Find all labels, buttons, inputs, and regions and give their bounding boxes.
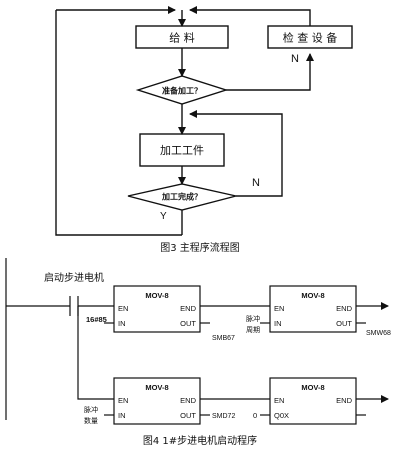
mov-block-4 <box>269 377 357 425</box>
arrow-ready-no-to-check <box>226 53 314 91</box>
block3-pin-end: END <box>180 396 196 405</box>
block1-pin-out: OUT <box>180 319 196 328</box>
check-device-box <box>267 25 353 49</box>
ladder-text: 启动步进电机 MOV-8 EN END IN OUT MOV-8 EN END … <box>44 271 391 447</box>
operand-zero: 0 <box>253 411 257 420</box>
block4-pin-en: EN <box>274 396 284 405</box>
operand-pulse-period-2: 周期 <box>246 326 260 334</box>
check-device-label: 检 查 设 备 <box>283 31 338 45</box>
block4-pin-end: END <box>336 396 352 405</box>
block3-pin-en: EN <box>118 396 128 405</box>
operand-pulse-count-2: 数量 <box>84 416 98 425</box>
mov-block-1 <box>113 285 201 333</box>
block1-pin-end: END <box>180 304 196 313</box>
ladder <box>5 258 389 425</box>
arrow-check-to-top <box>189 6 311 26</box>
flowchart-caption: 图3 主程序流程图 <box>160 241 240 254</box>
block2-pin-en: EN <box>274 304 284 313</box>
no-label-done: N <box>252 177 260 189</box>
block4-title: MOV-8 <box>301 383 324 392</box>
mov-block-3 <box>113 377 201 425</box>
block1-pin-en: EN <box>118 304 128 313</box>
block3-pin-out: OUT <box>180 411 196 420</box>
operand-smb67: SMB67 <box>212 335 235 342</box>
block3-title: MOV-8 <box>145 383 168 392</box>
block3-pin-in: IN <box>118 411 126 420</box>
block1-title: MOV-8 <box>145 291 168 300</box>
mov-block-2 <box>269 285 357 333</box>
block2-pin-in: IN <box>274 319 282 328</box>
operand-q0x: Q0X <box>274 411 289 420</box>
const-16h85: 16#85 <box>86 315 107 324</box>
branch-to-row2 <box>77 306 114 400</box>
loop-line-left <box>55 10 182 236</box>
decision-done-diamond <box>127 183 237 211</box>
contact-label: 启动步进电机 <box>44 271 104 284</box>
operand-smw68: SMW68 <box>366 330 391 337</box>
flowchart <box>55 6 353 236</box>
ladder-caption: 图4 1#步进电机启动程序 <box>143 434 257 447</box>
feed-box-label: 给 料 <box>169 31 195 45</box>
block2-title: MOV-8 <box>301 291 324 300</box>
operand-smd72: SMD72 <box>212 413 235 420</box>
decision-done-label: 加工完成？ <box>161 192 202 202</box>
block2-pin-end: END <box>336 304 352 313</box>
no-label-ready: N <box>291 53 299 65</box>
block1-pin-in: IN <box>118 319 126 328</box>
arrow-done-no-loop <box>189 110 283 197</box>
decision-ready-label: 准备加工？ <box>162 86 202 96</box>
yes-label: Y <box>160 211 167 222</box>
operand-pulse-count-1: 脉冲 <box>84 405 98 414</box>
process-box-label: 加工工件 <box>160 144 204 157</box>
flowchart-text: 给 料 检 查 设 备 准备加工？ 加工工件 加工完成？ N N Y 图3 主程… <box>160 31 337 255</box>
operand-pulse-period-1: 脉冲 <box>246 314 260 323</box>
block2-pin-out: OUT <box>336 319 352 328</box>
